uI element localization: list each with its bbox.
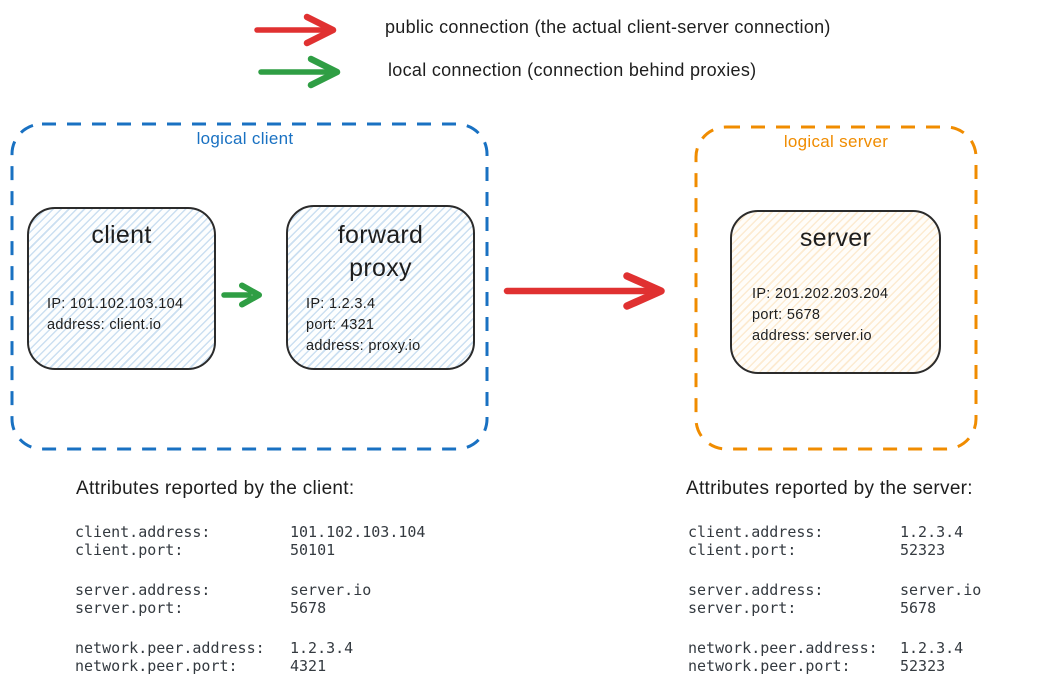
local-connection-arrow-icon [257, 54, 357, 90]
attr-key: network.peer.port: [75, 657, 238, 675]
attr-value: 1.2.3.4 [900, 523, 964, 541]
client-attributes-heading: Attributes reported by the client: [76, 478, 355, 499]
attr-key: client.port: [688, 541, 797, 559]
client-node-title: client [91, 221, 152, 249]
client-attributes-table: client.address: 101.102.103.104 client.p… [75, 523, 425, 686]
attr-row: network.peer.address: 1.2.3.4 [75, 639, 425, 657]
server-node-info: IP: 201.202.203.204 port: 5678 address: … [752, 284, 888, 347]
attr-value: 52323 [900, 657, 946, 675]
attr-row: client.address: 1.2.3.4 [688, 523, 981, 541]
client-node: client IP: 101.102.103.104 address: clie… [27, 207, 216, 370]
attr-key: client.address: [75, 523, 211, 541]
attr-value: 101.102.103.104 [290, 523, 426, 541]
attr-row: client.address: 101.102.103.104 [75, 523, 425, 541]
attr-value: 52323 [900, 541, 946, 559]
forward-proxy-node: forward proxy IP: 1.2.3.4 port: 4321 add… [286, 205, 475, 370]
attr-row: network.peer.port: 52323 [688, 657, 981, 675]
attr-value: server.io [900, 581, 982, 599]
client-address-line: address: client.io [47, 317, 162, 333]
proxy-ip-line: IP: 1.2.3.4 [306, 296, 376, 312]
proxy-address-line: address: proxy.io [306, 338, 421, 354]
server-attr-group-network-peer: network.peer.address: 1.2.3.4 network.pe… [688, 639, 981, 675]
attr-row: network.peer.port: 4321 [75, 657, 425, 675]
server-address-line: address: server.io [752, 328, 872, 344]
client-attr-group-server: server.address: server.io server.port: 5… [75, 581, 425, 617]
attr-value: 1.2.3.4 [900, 639, 964, 657]
forward-proxy-node-info: IP: 1.2.3.4 port: 4321 address: proxy.io [306, 294, 420, 357]
attr-row: client.port: 52323 [688, 541, 981, 559]
attr-key: network.peer.address: [75, 639, 265, 657]
attr-key: server.port: [75, 599, 184, 617]
forward-proxy-title-line2: proxy [349, 254, 412, 282]
attr-key: network.peer.address: [688, 639, 878, 657]
forward-proxy-node-title: forward proxy [288, 219, 473, 285]
server-attributes-heading: Attributes reported by the server: [686, 478, 973, 499]
server-node: server IP: 201.202.203.204 port: 5678 ad… [730, 210, 941, 374]
server-attr-group-client: client.address: 1.2.3.4 client.port: 523… [688, 523, 981, 559]
logical-server-label: logical server [783, 132, 889, 151]
server-ip-line: IP: 201.202.203.204 [752, 286, 889, 302]
attr-row: server.address: server.io [75, 581, 425, 599]
attr-key: network.peer.port: [688, 657, 851, 675]
client-attr-group-network-peer: network.peer.address: 1.2.3.4 network.pe… [75, 639, 425, 675]
client-attr-group-client: client.address: 101.102.103.104 client.p… [75, 523, 425, 559]
public-connection-arrow-icon [253, 12, 353, 48]
public-connection-legend-label: public connection (the actual client-ser… [385, 17, 831, 37]
attr-key: client.address: [688, 523, 824, 541]
attr-value: 4321 [290, 657, 327, 675]
attr-value: 5678 [900, 599, 937, 617]
attr-row: server.address: server.io [688, 581, 981, 599]
attr-value: server.io [290, 581, 372, 599]
logical-client-container [10, 122, 489, 451]
attr-value: 1.2.3.4 [290, 639, 354, 657]
server-attr-group-server: server.address: server.io server.port: 5… [688, 581, 981, 617]
attr-key: server.address: [75, 581, 211, 599]
attr-value: 5678 [290, 599, 327, 617]
attr-row: client.port: 50101 [75, 541, 425, 559]
logical-server-container [694, 125, 978, 451]
attr-row: network.peer.address: 1.2.3.4 [688, 639, 981, 657]
server-port-line: port: 5678 [752, 307, 821, 323]
client-node-info: IP: 101.102.103.104 address: client.io [47, 294, 183, 336]
attr-key: server.port: [688, 599, 797, 617]
public-connection-arrow [503, 269, 683, 313]
server-attributes-table: client.address: 1.2.3.4 client.port: 523… [688, 523, 981, 686]
attr-value: 50101 [290, 541, 336, 559]
proxy-port-line: port: 4321 [306, 317, 375, 333]
attr-key: server.address: [688, 581, 824, 599]
local-connection-arrow [221, 281, 265, 309]
attr-row: server.port: 5678 [688, 599, 981, 617]
local-connection-legend-label: local connection (connection behind prox… [388, 60, 757, 80]
forward-proxy-title-line1: forward [337, 221, 424, 249]
client-ip-line: IP: 101.102.103.104 [47, 296, 184, 312]
attr-key: client.port: [75, 541, 184, 559]
logical-client-label: logical client [196, 129, 294, 148]
attr-row: server.port: 5678 [75, 599, 425, 617]
server-node-title: server [799, 224, 872, 252]
